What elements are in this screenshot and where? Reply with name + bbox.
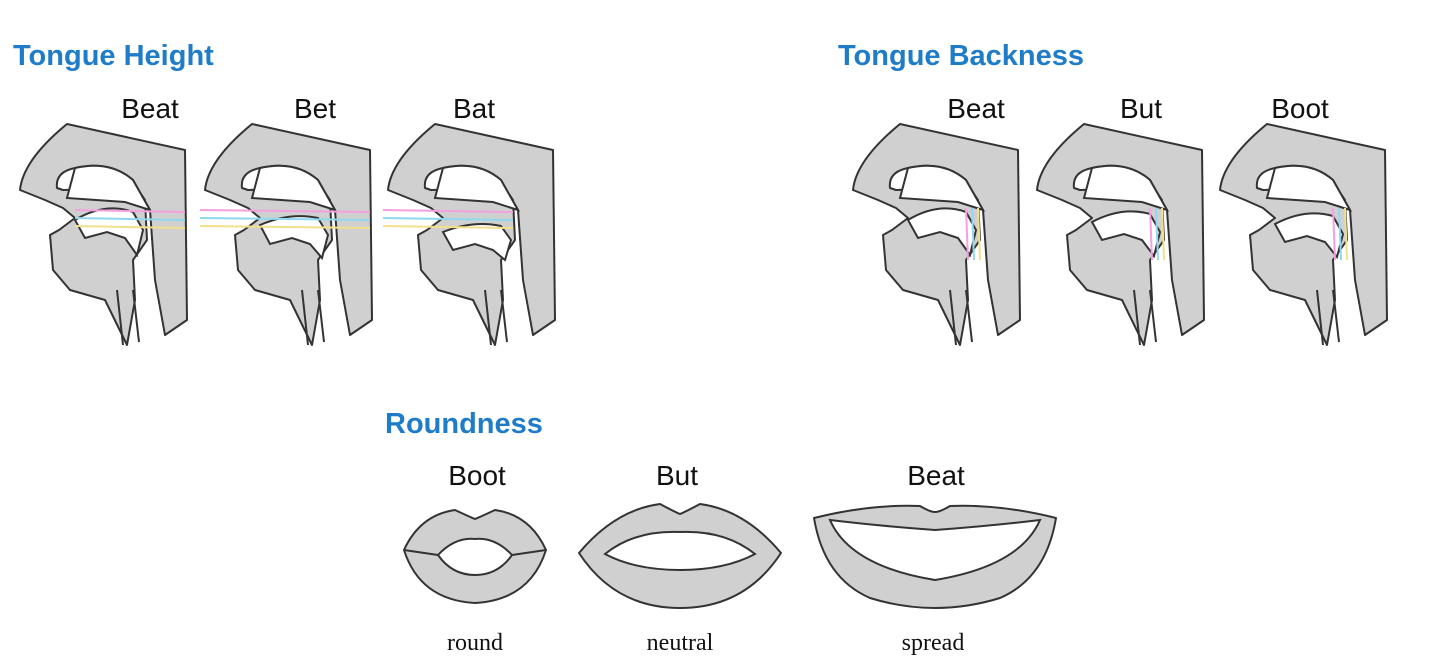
roundness-word-beat: Beat	[907, 460, 965, 492]
vocal-tract-cross-section-icon	[15, 120, 205, 350]
caption-neutral: neutral	[647, 630, 714, 657]
vocal-tract-cross-section-icon	[1032, 120, 1222, 350]
caption-round: round	[447, 630, 503, 657]
tongue-backness-title: Tongue Backness	[838, 40, 1084, 73]
lips-neutral-icon	[575, 498, 785, 610]
vocal-tract-cross-section-icon	[383, 120, 573, 350]
lips-spread-icon	[810, 498, 1060, 610]
roundness-title: Roundness	[385, 408, 543, 441]
roundness-word-but: But	[656, 460, 698, 492]
roundness-word-boot: Boot	[448, 460, 506, 492]
tongue-height-title: Tongue Height	[13, 40, 214, 73]
vocal-tract-cross-section-icon	[848, 120, 1038, 350]
caption-spread: spread	[902, 630, 965, 657]
lips-round-icon	[400, 505, 550, 605]
vocal-tract-cross-section-icon	[200, 120, 390, 350]
vocal-tract-cross-section-icon	[1215, 120, 1405, 350]
